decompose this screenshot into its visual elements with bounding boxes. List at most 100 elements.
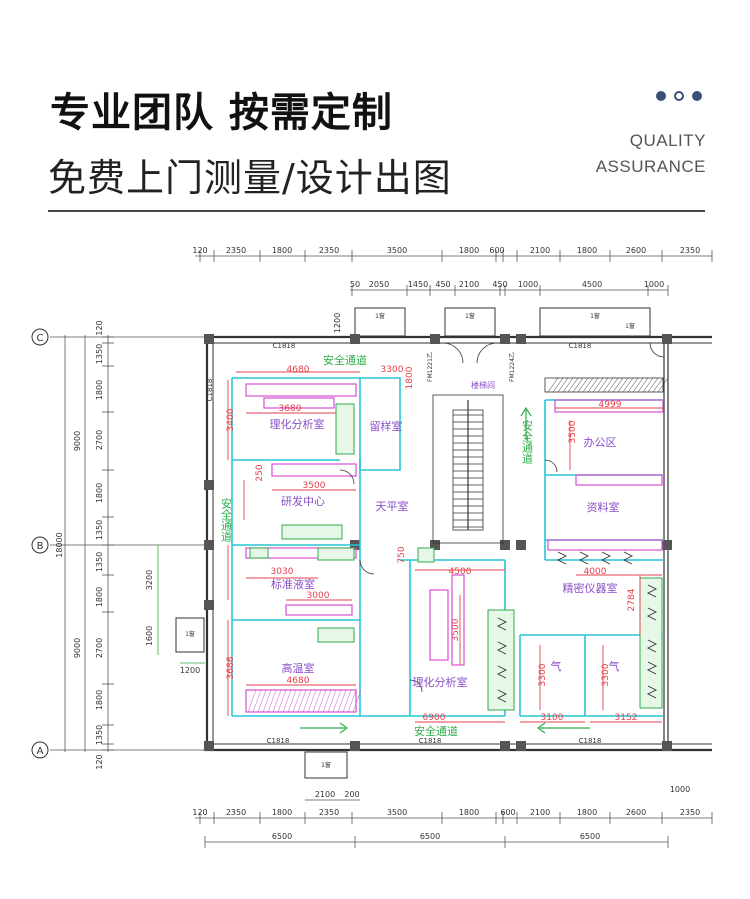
axis-circle-b (31, 536, 49, 554)
dim-label: 3200 (145, 570, 154, 590)
dim-label: 250 (255, 464, 265, 481)
dim-label: 1800 (459, 808, 479, 817)
dim-label: 2784 (627, 588, 637, 611)
dim-label: 1200 (180, 666, 200, 675)
window-code: C1818 (273, 342, 296, 350)
window-code: C1818 (267, 737, 290, 745)
dot-icon (656, 91, 666, 101)
room-label: 留样室 (370, 419, 403, 433)
dim-label: 120 (192, 808, 207, 817)
staircase (432, 394, 504, 544)
dim-label: 600 (500, 808, 515, 817)
dim-label: 1000 (518, 280, 538, 289)
door-codes: FM1221乙 FM1224乙 (427, 352, 516, 382)
dim-label: 750 (397, 546, 407, 563)
dim-label: 3300 (538, 663, 548, 686)
dim-label: 4500 (582, 280, 602, 289)
dim-label: 1450 (408, 280, 428, 289)
dim-label: 120 (95, 320, 104, 335)
window-bay (354, 307, 406, 337)
dim-label: 2100 (315, 790, 335, 799)
top-dimension-labels: 120 2350 1800 2350 3500 1800 600 2100 18… (192, 246, 700, 289)
dim-label: 2350 (680, 246, 700, 255)
dim-label: 6500 (420, 832, 440, 841)
window-label: 1窗 (321, 761, 331, 769)
quality-label: QUALITY (629, 131, 706, 150)
dim-label: 2700 (95, 638, 104, 658)
dim-label: 1350 (95, 520, 104, 540)
dim-label: 1800 (405, 366, 415, 389)
room-label: 办公区 (584, 436, 617, 449)
bottom-dimension-labels: 120 2350 1800 2350 3500 1800 600 2100 18… (192, 785, 700, 841)
bottom-dimension-lines (195, 799, 713, 848)
dim-label: 3500 (568, 420, 578, 443)
page-subtitle: 免费上门测量/设计出图 (48, 156, 452, 200)
assurance-label: ASSURANCE (595, 157, 706, 176)
lab-benches (245, 383, 664, 713)
dim-label: 2100 (459, 280, 479, 289)
dim-label: 3500 (387, 808, 407, 817)
window-bays (175, 307, 651, 779)
dim-label: 6500 (580, 832, 600, 841)
dim-label: 3030 (271, 567, 294, 577)
dim-label: 9000 (73, 431, 82, 451)
dim-label: 1800 (95, 690, 104, 710)
room-label: 标准液室 (271, 577, 315, 591)
window-label: 1窗 (465, 312, 475, 320)
dim-label: 18000 (55, 532, 64, 557)
window-bay (175, 617, 205, 653)
dim-label: 1800 (272, 246, 292, 255)
floor-plan-drawing: 120 2350 1800 2350 3500 1800 600 2100 18… (31, 246, 713, 848)
room-label: 安全通道 (414, 724, 458, 738)
dim-label: 1800 (95, 587, 104, 607)
room-label: 精密仪器室 (563, 581, 618, 595)
room-label: 理化分析室 (413, 675, 468, 689)
dim-label: 2350 (319, 246, 339, 255)
room-label: 安全通道 (220, 497, 233, 542)
dim-label: 3500 (451, 618, 461, 641)
door-code: FM1224乙 (509, 352, 516, 382)
dim-label: 3100 (541, 713, 564, 723)
room-label: 楼梯间 (471, 380, 495, 390)
dot-icon (674, 91, 684, 101)
dim-label: 1800 (577, 808, 597, 817)
room-label: 高温室 (282, 661, 315, 675)
dim-label: 4500 (449, 567, 472, 577)
window-bay-labels: 1窗 1窗 1窗 1窗 1窗 1窗 (185, 312, 635, 769)
dot-icon (692, 91, 702, 101)
room-label: 安全通道 (521, 419, 534, 464)
red-dimension-lines (227, 371, 663, 723)
dim-label: 3686 (226, 656, 236, 679)
dim-label: 4000 (584, 567, 607, 577)
top-dimension-lines (195, 250, 713, 296)
fume-hoods (249, 403, 663, 711)
room-label: 安全通道 (323, 353, 367, 367)
window-bay (444, 307, 496, 337)
dim-label: 3500 (387, 246, 407, 255)
dim-label: 3152 (615, 713, 638, 723)
dim-label: 2700 (95, 430, 104, 450)
axis-circle-c (31, 328, 49, 346)
gas-cylinders (496, 551, 658, 703)
dim-label: 2600 (626, 246, 646, 255)
vertical-corridor-labels: 安全通道 安全通道 (220, 419, 534, 542)
dim-label: 3680 (279, 404, 302, 414)
dim-label: 2350 (680, 808, 700, 817)
axis-label-c: C (37, 333, 44, 344)
window-code: C1818 (569, 342, 592, 350)
dim-label: 2100 (530, 246, 550, 255)
bench-hatching (247, 689, 362, 713)
dim-label: 600 (489, 246, 504, 255)
dim-label: 1800 (272, 808, 292, 817)
dim-label: 3300 (601, 663, 611, 686)
left-green-dims (157, 545, 205, 664)
dim-label: 2350 (226, 246, 246, 255)
window-label: 1窗 (375, 312, 385, 320)
room-label: 气 (609, 659, 620, 673)
dim-label: 1800 (95, 483, 104, 503)
dim-label: 9000 (73, 638, 82, 658)
dim-label: 2350 (226, 808, 246, 817)
window-label: 1窗 (185, 630, 195, 638)
floor-plan: 120 2350 1800 2350 3500 1800 600 2100 18… (0, 235, 750, 895)
axis-markers: C B A (31, 328, 49, 759)
